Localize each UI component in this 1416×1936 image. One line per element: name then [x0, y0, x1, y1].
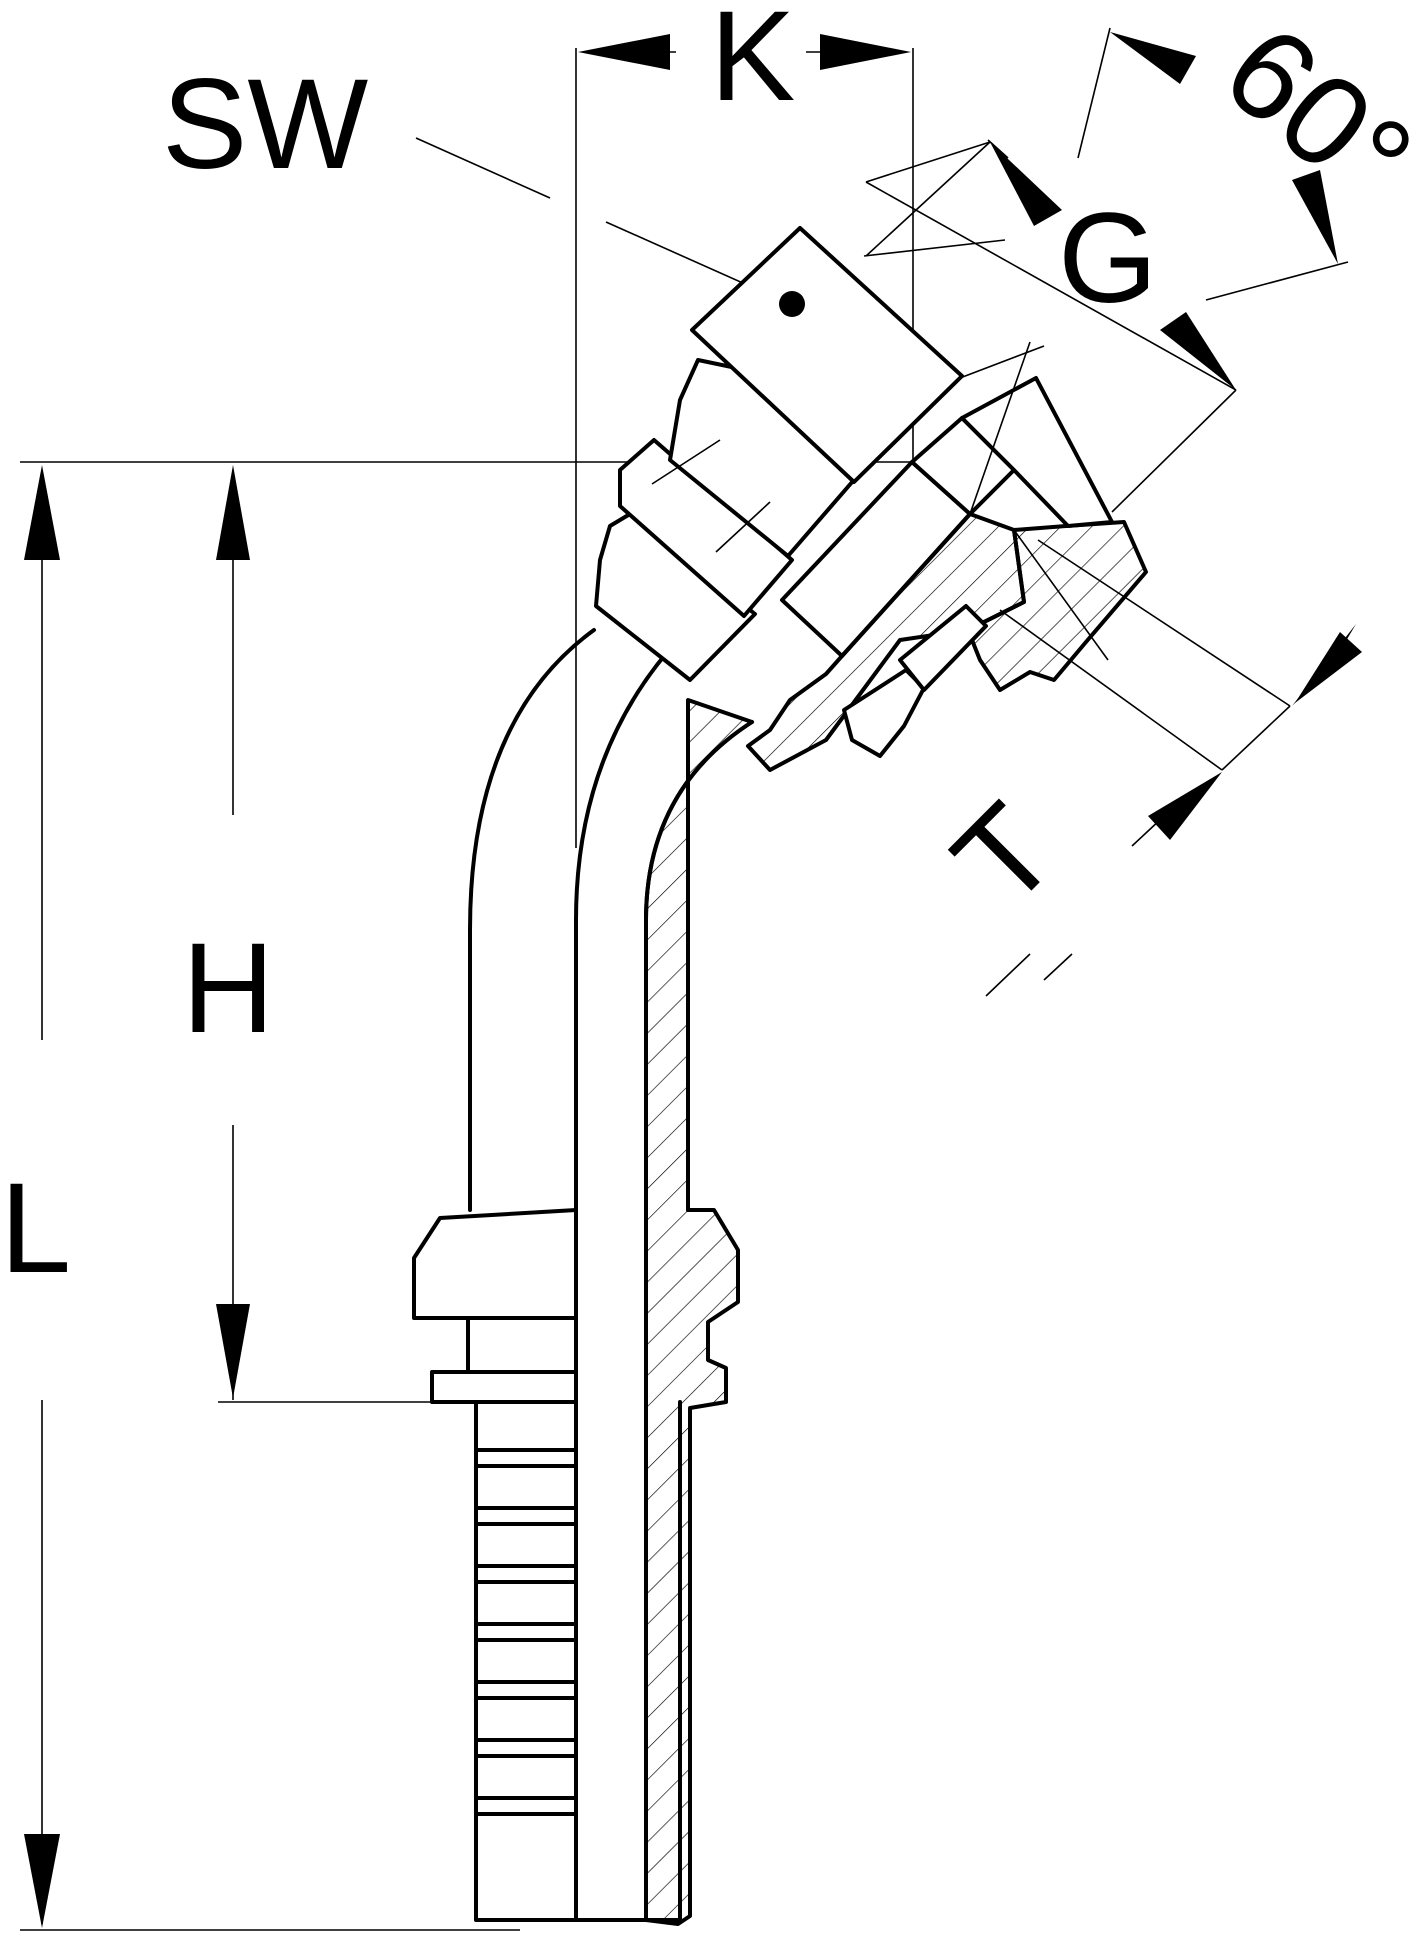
section-tube: [644, 698, 754, 1926]
k-right-arrow: [820, 34, 911, 70]
cap-top: [960, 376, 1114, 528]
fitting-body: [412, 226, 1148, 1926]
dimension-lines: [20, 27, 1362, 1931]
label-angle: 60°: [1198, 0, 1416, 232]
l-bottom-arrow: [24, 1834, 60, 1928]
l-top-arrow: [24, 465, 60, 560]
neck: [466, 1316, 578, 1374]
t-top-arrowhead: [1295, 632, 1362, 703]
hex-collar: [412, 1208, 578, 1320]
h-top-arrow: [216, 465, 250, 560]
label-k: K: [710, 0, 795, 128]
k-left-arrow: [578, 34, 670, 70]
inner-seat: [898, 604, 988, 692]
angle-top-arrow: [1110, 32, 1196, 84]
angle-bottom-arrow: [1292, 170, 1338, 264]
g-top-arrow: [990, 142, 1062, 226]
sw-dot: [779, 291, 805, 317]
hex-nut-top: [690, 226, 964, 484]
t-bottom-arrowhead: [1148, 772, 1222, 840]
hex-nut-middle: [618, 438, 794, 618]
label-t: T: [927, 777, 1083, 933]
g-bottom-arrow: [1160, 312, 1236, 390]
hex-nut-lower: [594, 512, 757, 682]
label-g: G: [1058, 187, 1158, 330]
label-sw: SW: [162, 53, 368, 196]
h-bottom-arrow: [216, 1304, 250, 1398]
label-h: H: [182, 917, 274, 1060]
collar: [430, 1370, 578, 1404]
label-l: L: [0, 1157, 71, 1300]
